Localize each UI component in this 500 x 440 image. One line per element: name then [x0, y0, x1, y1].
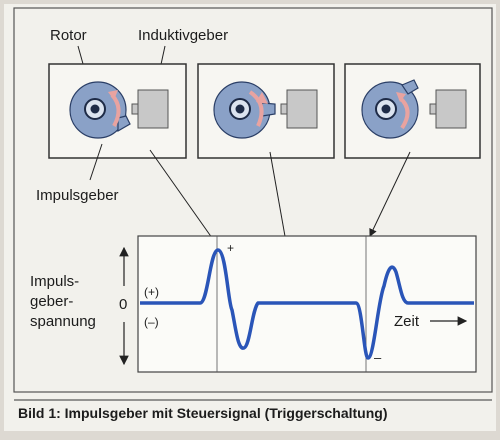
- y-axis-label-line-1: Impuls-: [30, 273, 79, 290]
- panel-3: [344, 63, 481, 159]
- panel-1: [48, 63, 187, 159]
- time-label: Zeit: [394, 313, 420, 330]
- figure-caption: Bild 1: Impulsgeber mit Steuersignal (Tr…: [18, 405, 388, 421]
- leader-pulse-generator: [89, 143, 103, 181]
- peak-plus-mark: +: [227, 241, 234, 255]
- figure-frame: [13, 7, 493, 393]
- inductive-sensor-icon: [429, 89, 467, 129]
- y-axis-label-line-2: geber-: [30, 293, 73, 310]
- inductive-sensor-icon: [280, 89, 318, 129]
- panel-2: [197, 63, 335, 159]
- label-inductive-sensor: Induktivgeber: [138, 27, 228, 44]
- label-rotor: Rotor: [50, 27, 87, 44]
- pulse-signal: [140, 248, 474, 360]
- trough-minus-mark: –: [374, 350, 382, 365]
- rotation-arrow-icon: [248, 90, 264, 127]
- connector-panel-1: [149, 149, 218, 246]
- connector-panel-3: [369, 151, 411, 237]
- label-pulse-generator: Impulsgeber: [36, 187, 119, 204]
- y-axis-label-line-3: spannung: [30, 313, 96, 330]
- positive-label: (+): [144, 285, 159, 299]
- zero-label: 0: [119, 296, 127, 313]
- inductive-sensor-icon: [131, 89, 169, 129]
- negative-label: (–): [144, 315, 159, 329]
- rotation-arrow-icon: [398, 96, 410, 130]
